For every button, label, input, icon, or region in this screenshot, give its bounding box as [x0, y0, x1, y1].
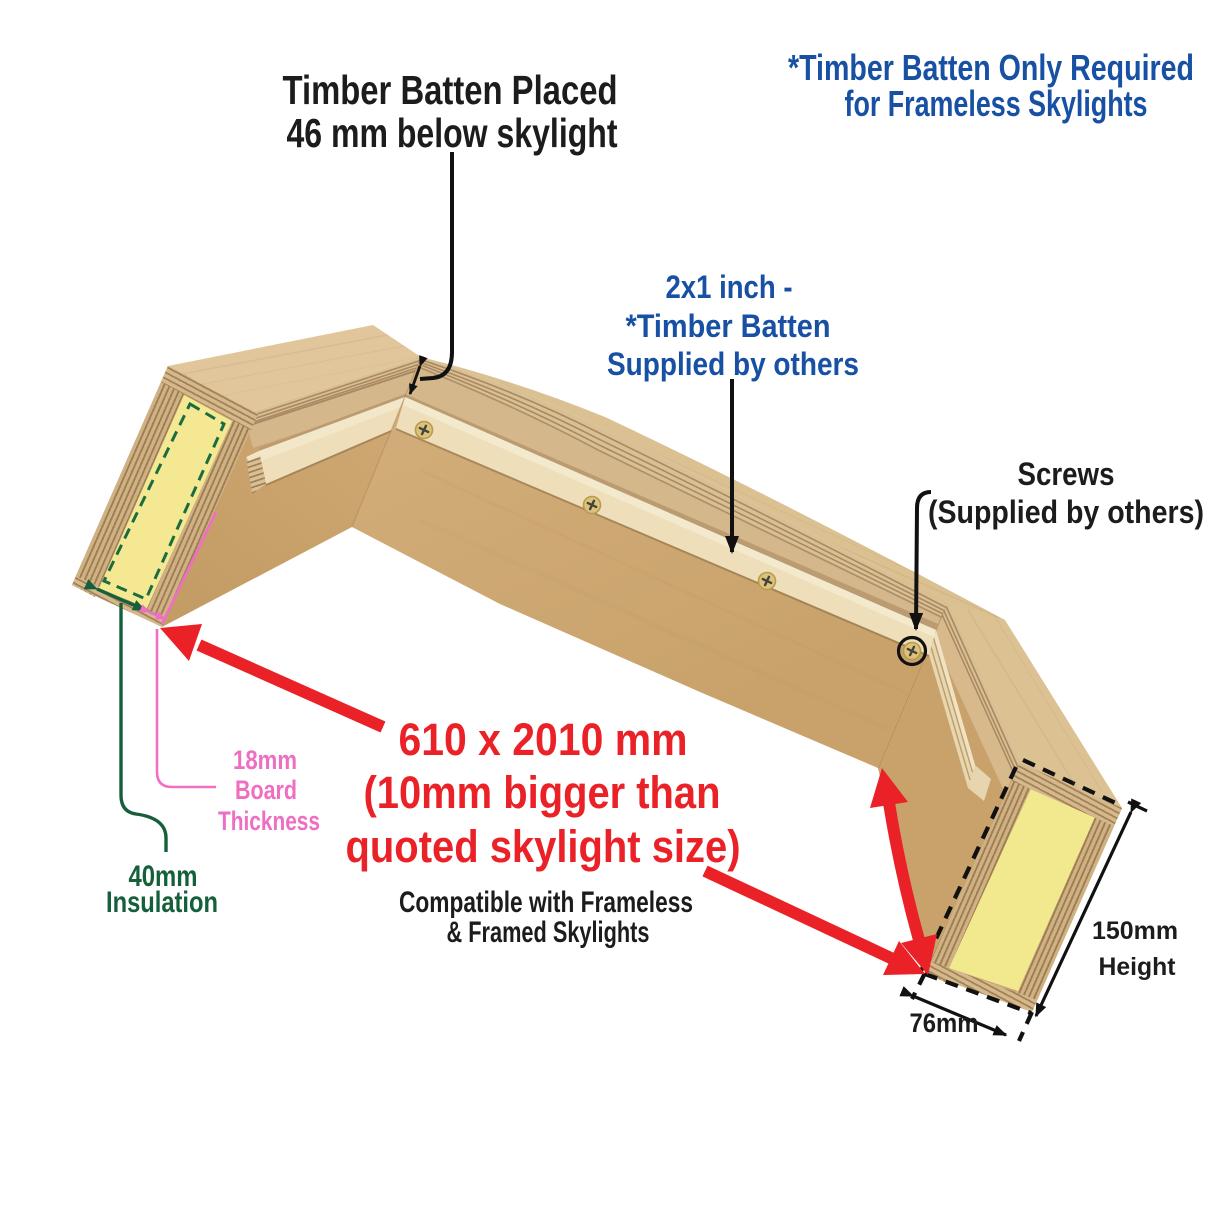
svg-text:quoted skylight size): quoted skylight size) — [346, 821, 741, 872]
svg-text:(10mm bigger than: (10mm bigger than — [364, 767, 721, 818]
svg-text:18mm: 18mm — [233, 745, 297, 775]
svg-text:Insulation: Insulation — [106, 886, 218, 919]
svg-text:610 x 2010 mm: 610 x 2010 mm — [399, 714, 688, 765]
svg-text:for Frameless Skylights: for Frameless Skylights — [845, 83, 1148, 124]
svg-text:Screws: Screws — [1018, 456, 1115, 492]
svg-text:Height: Height — [1099, 953, 1177, 981]
svg-text:*Timber Batten: *Timber Batten — [626, 308, 831, 344]
svg-text:2x1 inch -: 2x1 inch - — [666, 269, 793, 305]
svg-text:(Supplied by others): (Supplied by others) — [928, 494, 1204, 530]
svg-text:Supplied by others: Supplied by others — [607, 346, 859, 382]
svg-text:& Framed Skylights: & Framed Skylights — [447, 916, 650, 949]
svg-text:Timber Batten Placed: Timber Batten Placed — [283, 67, 618, 113]
svg-text:Board: Board — [235, 775, 297, 805]
svg-text:76mm: 76mm — [910, 1008, 979, 1038]
svg-text:150mm: 150mm — [1092, 917, 1178, 945]
svg-text:40mm: 40mm — [129, 860, 198, 893]
svg-text:*Timber Batten Only Required: *Timber Batten Only Required — [788, 47, 1194, 88]
svg-text:Thickness: Thickness — [218, 806, 320, 836]
svg-text:Compatible with Frameless: Compatible with Frameless — [399, 886, 693, 919]
svg-text:46 mm below skylight: 46 mm below skylight — [287, 110, 618, 156]
